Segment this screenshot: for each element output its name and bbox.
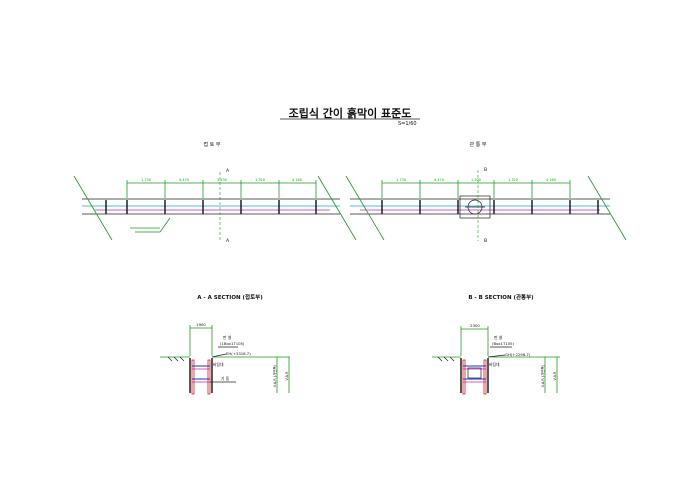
plan-right-dim-4: 1,320 — [508, 178, 518, 182]
plan-right-break-left — [345, 175, 385, 241]
section-b-note-spec: (Box1T105) — [492, 341, 515, 346]
section-b-note-panel: 판 넬 — [494, 335, 503, 340]
plan-left-dim-4: 1,320 — [255, 178, 265, 182]
plan-left-dim-5: 4,160 — [292, 178, 302, 182]
plan-right: 관 통 부 1,730 4,470 1,500 1,320 4,160 — [345, 141, 627, 244]
section-a-post-right — [207, 359, 211, 395]
drawing-title: 조립식 간이 흙막이 표준도 — [289, 106, 412, 120]
section-b-note-gh: GH(+2296.7) — [505, 352, 531, 357]
plan-right-label: 관 통 부 — [470, 141, 487, 148]
section-b-post-left — [462, 359, 466, 395]
plan-right-posts — [381, 200, 599, 214]
section-b-side-label-1: V.A.R (가변폭) — [540, 364, 545, 387]
plan-left-posts — [105, 200, 317, 214]
plan-left-label: 접 토 부 — [204, 141, 221, 148]
section-a-top-dim: 1900 — [196, 322, 206, 327]
drawing-scale: S=1/60 — [398, 121, 417, 127]
section-b-title: B - B SECTION (관통부) — [468, 293, 534, 301]
plan-right-dim-3: 1,500 — [471, 178, 481, 182]
section-b-note-strut: 버팀대 — [489, 362, 500, 367]
plan-left-section-bottom: A — [226, 238, 230, 244]
section-b-top-dim: 2300 — [470, 323, 480, 328]
plan-left-break-right — [317, 175, 357, 241]
section-b-pipe-box — [467, 367, 482, 379]
plan-left-dim-2: 4,470 — [179, 178, 189, 182]
section-a-note-panel: 판 넬 — [223, 335, 232, 340]
section-b-post-right — [483, 359, 487, 395]
section-a: A - A SECTION (접토부) 1900 판 넬 (1Box1T105)… — [160, 293, 290, 395]
section-a-note-strut: 버팀대 — [213, 362, 224, 367]
section-a-title: A - A SECTION (접토부) — [197, 293, 263, 301]
plan-right-break-right — [587, 175, 627, 241]
plan-left-dim-3: 3,430 — [217, 178, 227, 182]
plan-left-break-left — [73, 175, 113, 241]
section-a-note-post: 기 둥 — [221, 376, 230, 381]
section-b: B - B SECTION (관통부) 2300 판 넬 (Box1T105) … — [432, 293, 560, 395]
plan-right-dim-2: 4,470 — [434, 178, 444, 182]
section-a-note-spec: (1Box1T105) — [220, 341, 245, 346]
plan-left-leader — [135, 217, 171, 233]
plan-right-dim-5: 4,160 — [546, 178, 556, 182]
section-a-side-label-2: V.A.R — [285, 371, 289, 381]
plan-left-section-top: A — [226, 168, 230, 174]
section-a-note-eh: EH(+3316.7) — [226, 351, 251, 356]
section-b-side-label-2: V.A.R — [553, 371, 557, 381]
plan-right-dim-1: 1,730 — [396, 178, 406, 182]
plan-right-pipe-box — [459, 195, 491, 219]
section-a-side-label-1: V.A.R (가변폭) — [272, 364, 277, 387]
section-a-post-left — [191, 359, 195, 395]
plan-left: 접 토 부 1,730 4,470 3,430 1,320 4,160 — [73, 141, 357, 244]
plan-right-section-bottom: B — [484, 238, 487, 244]
plan-left-dim-1: 1,730 — [141, 178, 151, 182]
plan-right-section-top: B — [484, 167, 487, 173]
